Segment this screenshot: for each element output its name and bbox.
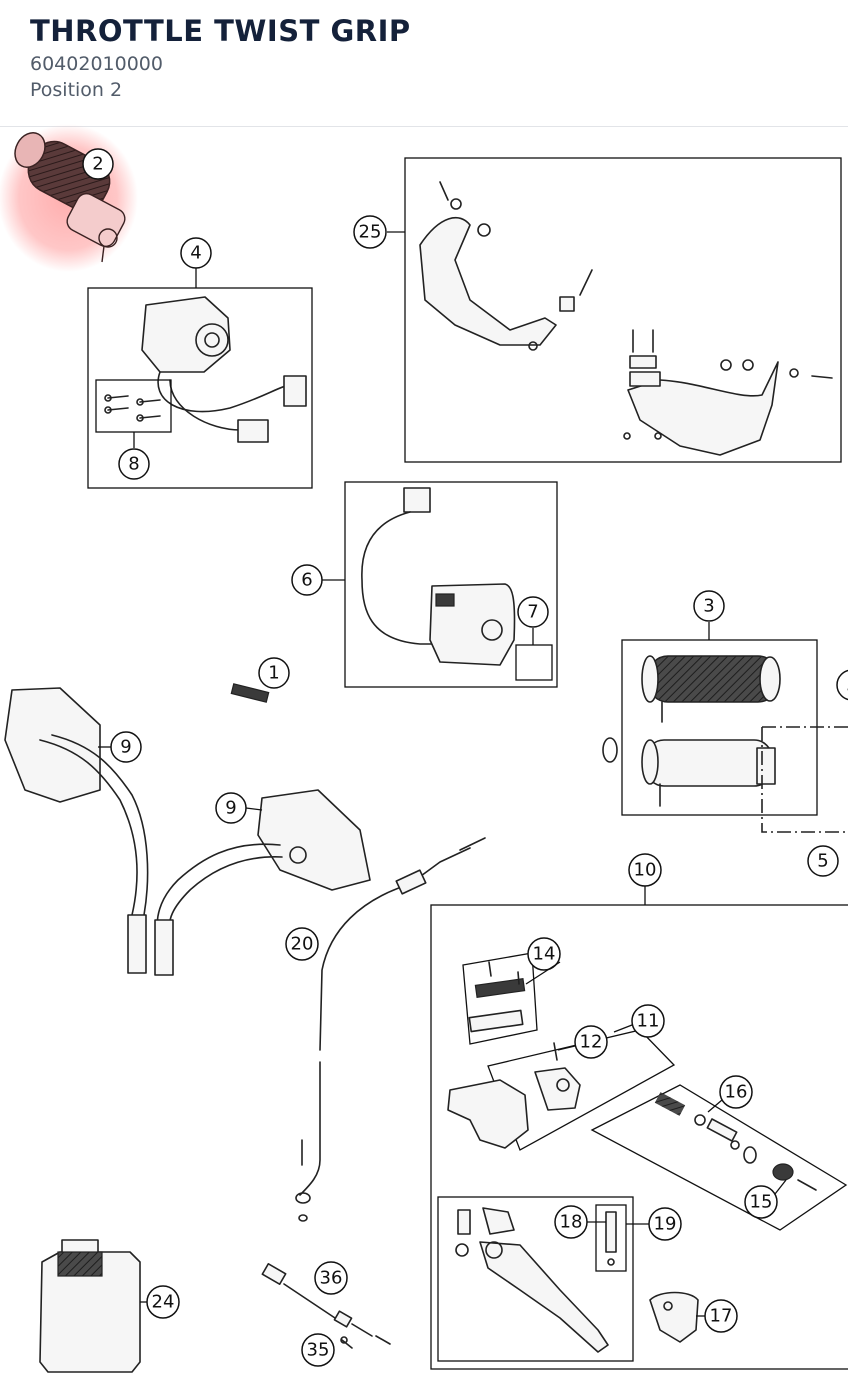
callout-leaders (98, 746, 787, 1317)
mirror-right[interactable] (154, 789, 371, 976)
svg-text:36: 36 (320, 1268, 343, 1289)
callout-8[interactable]: 8 (118, 448, 150, 480)
svg-text:24: 24 (152, 1292, 175, 1313)
callout-35[interactable]: 35 (301, 1333, 335, 1367)
handlebar[interactable] (0, 437, 623, 763)
part-number: 60402010000 (30, 53, 163, 75)
reservoir-cover[interactable] (468, 961, 526, 1033)
callout-11[interactable]: 11 (631, 1004, 665, 1038)
callout-2[interactable]: 2 (82, 148, 114, 180)
throttle-grip-in-box[interactable] (641, 739, 776, 807)
svg-text:17: 17 (710, 1306, 733, 1327)
svg-text:15: 15 (750, 1192, 773, 1213)
screw-set-box (95, 379, 172, 433)
svg-text:4: 4 (190, 243, 201, 264)
svg-text:18: 18 (560, 1212, 583, 1233)
reservoir-cover-box (462, 952, 538, 1045)
svg-text:19: 19 (654, 1214, 677, 1235)
clutch-sensor[interactable] (261, 1263, 391, 1345)
callout-5-bottom[interactable]: 5 (807, 845, 839, 877)
svg-text:14: 14 (533, 944, 556, 965)
lever-box (437, 1196, 634, 1362)
svg-text:25: 25 (359, 222, 382, 243)
svg-text:3: 3 (703, 596, 714, 617)
assembly-box-6 (344, 481, 558, 688)
callout-14[interactable]: 14 (527, 937, 561, 971)
svg-text:8: 8 (128, 454, 139, 475)
svg-text:6: 6 (301, 570, 312, 591)
pivot-pin[interactable] (605, 1211, 617, 1266)
callout-36[interactable]: 36 (314, 1261, 348, 1295)
clutch-lever[interactable] (455, 1207, 609, 1353)
assembly-box-25 (404, 157, 842, 463)
page-title: THROTTLE TWIST GRIP (30, 14, 411, 48)
position-label: Position 2 (30, 79, 123, 101)
callout-5-top[interactable]: 5 (836, 669, 848, 701)
callout-1[interactable]: 1 (258, 657, 290, 689)
pivot-pin-box (595, 1204, 627, 1272)
svg-text:5: 5 (817, 851, 828, 872)
svg-text:9: 9 (120, 737, 131, 758)
callout-16[interactable]: 16 (719, 1075, 753, 1109)
assembly-box-4 (87, 287, 313, 489)
svg-text:5: 5 (846, 675, 848, 696)
left-switch[interactable] (361, 487, 516, 666)
callout-4[interactable]: 4 (180, 237, 212, 269)
callout-24[interactable]: 24 (146, 1285, 180, 1319)
callout-6[interactable]: 6 (291, 564, 323, 596)
svg-text:9: 9 (225, 798, 236, 819)
mirror-left[interactable] (4, 687, 149, 974)
svg-text:35: 35 (307, 1340, 330, 1361)
page-header: THROTTLE TWIST GRIP 60402010000 Position… (0, 0, 848, 127)
callout-10[interactable]: 10 (628, 853, 662, 887)
svg-text:10: 10 (634, 860, 657, 881)
clutch-cable[interactable] (295, 837, 486, 1222)
sensor-screw[interactable] (340, 1336, 353, 1349)
screw-box-7 (515, 644, 553, 681)
callout-17[interactable]: 17 (704, 1299, 738, 1333)
piston-kit[interactable] (654, 1092, 817, 1191)
callout-3[interactable]: 3 (693, 590, 725, 622)
svg-text:12: 12 (580, 1032, 603, 1053)
master-cylinder[interactable] (447, 1042, 581, 1149)
callout-25[interactable]: 25 (353, 215, 387, 249)
grip-left[interactable] (641, 655, 781, 723)
callout-15[interactable]: 15 (744, 1185, 778, 1219)
assembly-box-10 (430, 904, 848, 1370)
callout-19[interactable]: 19 (648, 1207, 682, 1241)
callout-18[interactable]: 18 (554, 1205, 588, 1239)
svg-text:20: 20 (291, 934, 314, 955)
callout-20[interactable]: 20 (285, 927, 319, 961)
highlighted-throttle-grip[interactable] (0, 124, 138, 272)
screw-set[interactable] (104, 394, 161, 422)
callout-7[interactable]: 7 (517, 596, 549, 628)
hand-guard-right[interactable] (623, 329, 833, 456)
svg-text:16: 16 (725, 1082, 748, 1103)
hand-guard-left[interactable] (419, 181, 593, 351)
svg-text:7: 7 (527, 602, 538, 623)
svg-text:1: 1 (268, 663, 279, 684)
callout-12[interactable]: 12 (574, 1025, 608, 1059)
callout-9-right[interactable]: 9 (215, 792, 247, 824)
callout-9-left[interactable]: 9 (110, 731, 142, 763)
piston-kit-box (590, 1084, 848, 1231)
fluid-bottle[interactable] (39, 1239, 141, 1373)
lever-guard[interactable] (649, 1291, 699, 1343)
svg-text:2: 2 (92, 154, 103, 175)
switch-housing[interactable] (141, 296, 307, 443)
svg-text:11: 11 (637, 1011, 660, 1032)
